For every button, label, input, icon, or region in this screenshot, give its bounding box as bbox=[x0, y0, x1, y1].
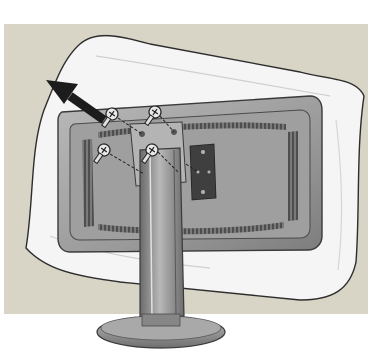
connector-block bbox=[190, 144, 216, 200]
stand-base bbox=[97, 314, 225, 348]
